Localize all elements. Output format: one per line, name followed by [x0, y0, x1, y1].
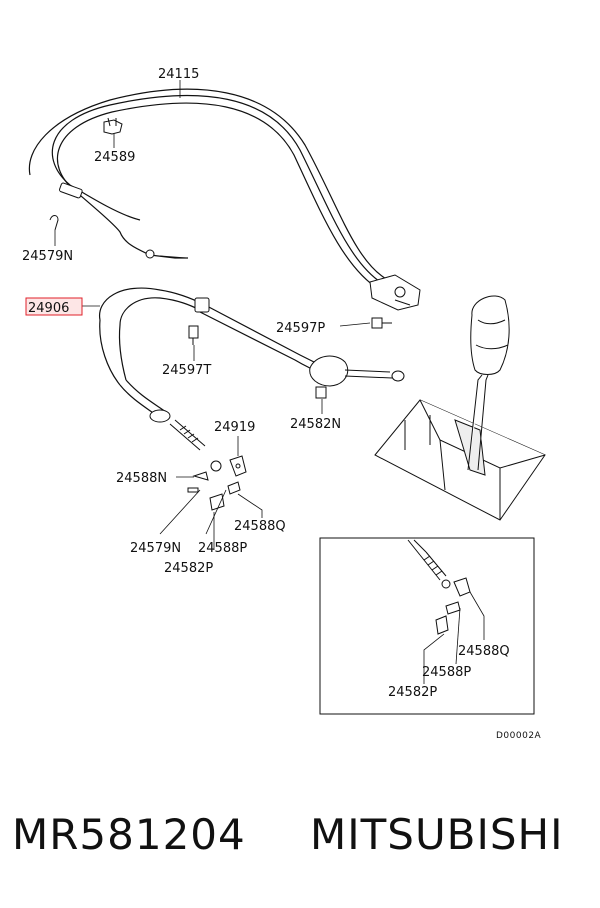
callout-24597P: 24597P — [276, 321, 325, 336]
inset-callout-24588Q: 24588Q — [458, 644, 510, 659]
callout-24582P: 24582P — [164, 561, 213, 576]
leader-lines — [54, 80, 485, 684]
callout-24589: 24589 — [94, 150, 135, 165]
shifter-assembly — [374, 295, 546, 521]
callout-24919: 24919 — [214, 420, 255, 435]
callout-24115: 24115 — [158, 67, 199, 82]
callout-24588Q: 24588Q — [234, 519, 286, 534]
part-number: MR581204 — [12, 810, 246, 859]
cable-24115 — [28, 88, 413, 305]
pin-24579N — [49, 215, 59, 231]
cable-24906 — [99, 287, 331, 419]
callout-24597T: 24597T — [162, 363, 211, 378]
cable-end-connector — [59, 182, 187, 259]
callout-24906: 24906 — [28, 301, 69, 316]
cable-24906-fittings — [149, 297, 222, 472]
footer: MR581204 MITSUBISHI — [0, 800, 600, 880]
bushing-24597T — [188, 325, 199, 345]
inset-callout-24582P: 24582P — [388, 685, 437, 700]
washers-clip — [187, 471, 241, 511]
bracket-assembly — [369, 274, 421, 311]
callout-24588P: 24588P — [198, 541, 247, 556]
lever-24919 — [229, 455, 247, 477]
diagram-code: D00002A — [496, 731, 542, 741]
callout-24579N-bottom: 24579N — [130, 541, 181, 556]
bushing-24582N — [315, 386, 327, 399]
callout-24579N-top: 24579N — [22, 249, 73, 264]
callout-24582N: 24582N — [290, 417, 341, 432]
cable-end-plate — [309, 355, 405, 387]
bolt-24597P — [371, 317, 392, 329]
callout-24588N: 24588N — [116, 471, 167, 486]
clip-24589 — [103, 117, 123, 135]
inset-callout-24588P: 24588P — [422, 665, 471, 680]
callout-24906-highlight: 24906 — [25, 297, 83, 316]
brand-name: MITSUBISHI — [310, 810, 564, 859]
